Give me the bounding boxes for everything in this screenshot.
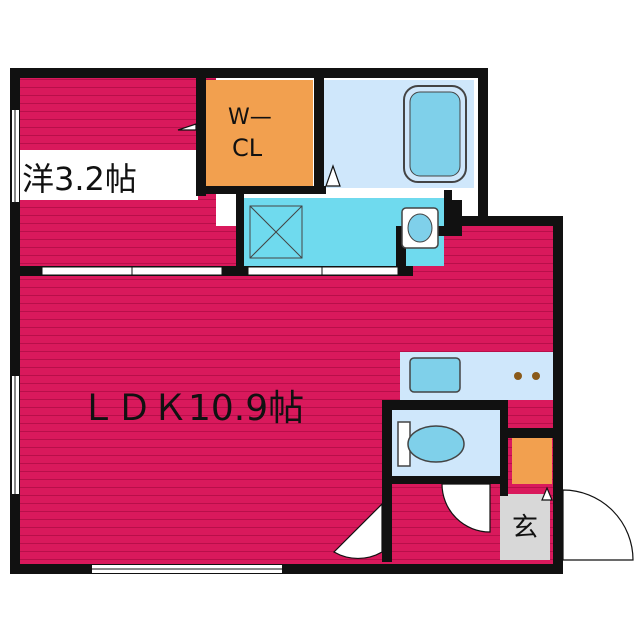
ldk-label: ＬＤＫ10.9帖 bbox=[80, 388, 304, 429]
toilet-bowl-icon bbox=[407, 425, 465, 463]
kitchen-sink-icon bbox=[409, 357, 461, 393]
bathtub-icon bbox=[403, 85, 467, 183]
windows bbox=[12, 110, 282, 573]
washer-pan-icon bbox=[249, 205, 303, 259]
walk-in-closet bbox=[205, 80, 313, 186]
shoe-cabinet bbox=[512, 438, 552, 484]
stove-burner-icon bbox=[514, 372, 522, 380]
western-label-band bbox=[18, 150, 198, 200]
walk-in-closet-label-line1: W— bbox=[228, 105, 272, 130]
genkan-floor bbox=[500, 494, 550, 560]
door-swings bbox=[177, 123, 634, 561]
walk-in-closet-label-line2: CL bbox=[232, 134, 263, 162]
western-room-label: 洋3.2帖 bbox=[22, 160, 137, 198]
genkan-label: 玄 bbox=[512, 513, 538, 543]
sliding-doors bbox=[41, 266, 399, 276]
stove-burner-icon bbox=[532, 372, 540, 380]
bathtub-inner bbox=[409, 91, 461, 177]
